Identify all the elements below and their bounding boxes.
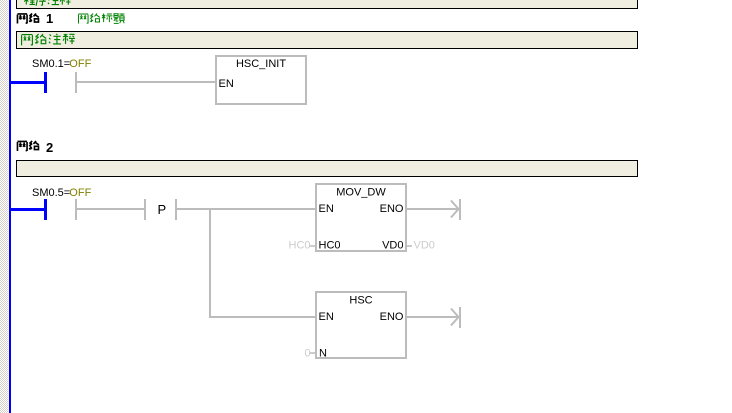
svg-text:SM0.1=: SM0.1= [32,58,70,70]
svg-text:EN: EN [219,78,234,90]
svg-text:HC0: HC0 [289,240,311,252]
svg-text:2: 2 [46,140,53,155]
svg-text:1: 1 [46,11,53,26]
svg-text:OFF: OFF [69,58,91,70]
svg-text:HSC_INIT: HSC_INIT [236,58,286,70]
svg-text:EN: EN [319,203,334,215]
svg-text:OFF: OFF [69,187,91,199]
svg-text:P: P [158,202,167,217]
svg-text:VD0: VD0 [414,240,435,252]
svg-text:VD0: VD0 [382,240,403,252]
svg-text:ENO: ENO [380,311,404,323]
svg-text:HSC: HSC [349,295,372,307]
svg-text:MOV_DW: MOV_DW [336,187,386,199]
svg-text:HC0: HC0 [319,240,341,252]
svg-text:EN: EN [319,311,334,323]
svg-text:ENO: ENO [380,203,404,215]
svg-text:SM0.5=: SM0.5= [32,187,70,199]
svg-text:0: 0 [305,348,311,360]
svg-text:N: N [319,348,327,360]
